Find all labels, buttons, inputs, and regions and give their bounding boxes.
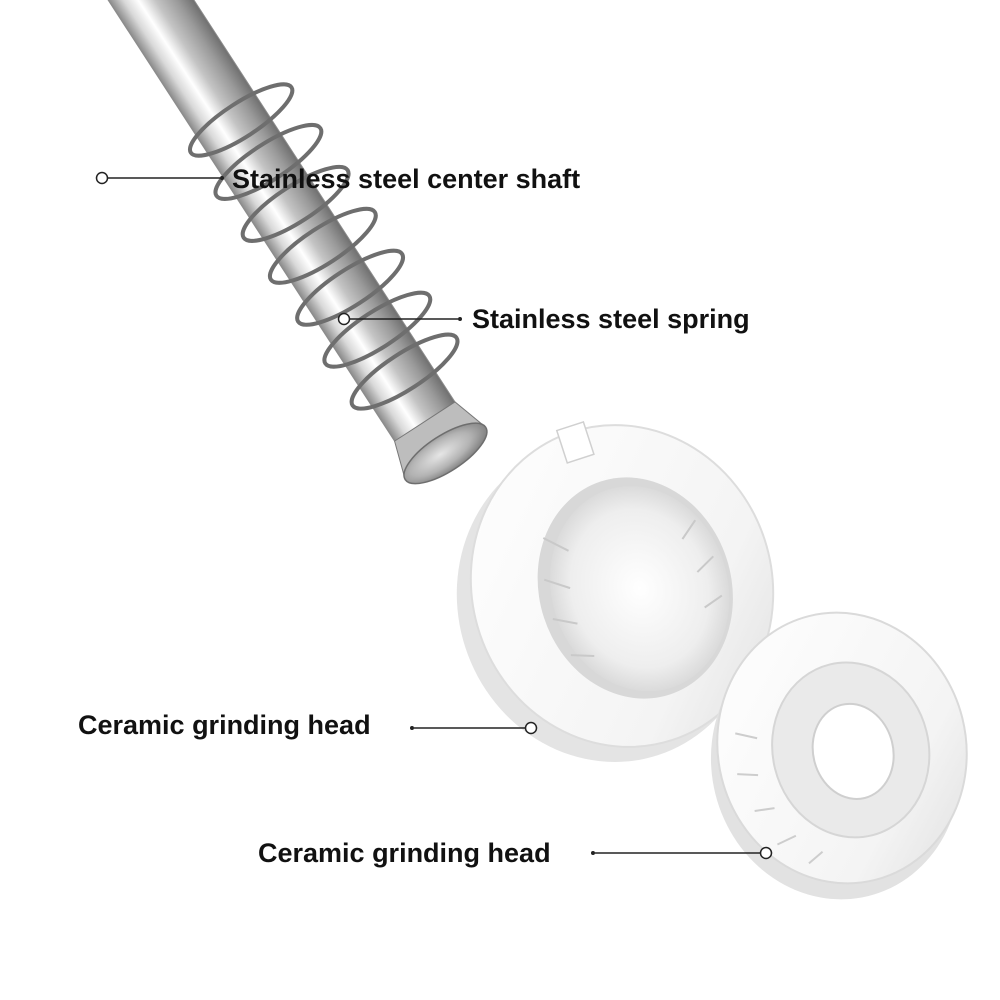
callout-head-inner — [591, 846, 773, 860]
label-ceramic-grinding-head-outer: Ceramic grinding head — [78, 710, 371, 740]
ceramic-grinding-head-inner — [710, 611, 968, 900]
callout-shaft — [95, 171, 224, 185]
label-spring: Stainless steel spring — [472, 304, 750, 334]
center-shaft — [104, 0, 488, 485]
callout-spring — [337, 312, 462, 326]
label-center-shaft: Stainless steel center shaft — [232, 164, 581, 194]
callout-head-outer — [410, 721, 538, 735]
label-ceramic-grinding-head-inner: Ceramic grinding head — [258, 838, 551, 868]
ceramic-grinding-head-outer — [456, 420, 775, 762]
spring — [187, 82, 460, 411]
